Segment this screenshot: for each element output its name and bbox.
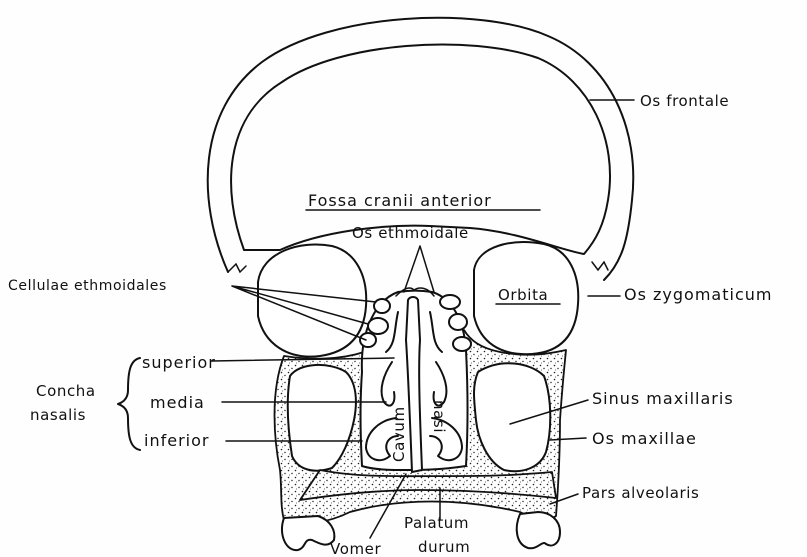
label-os-maxillae: Os maxillae [592, 429, 697, 448]
label-os-ethmoidale: Os ethmoidale [352, 224, 469, 242]
leader-os-ethmoidale [404, 246, 434, 292]
label-vomer: Vomer [330, 540, 382, 557]
label-cavum: Cavum [390, 406, 408, 462]
label-sinus-maxillaris: Sinus maxillaris [592, 389, 734, 408]
label-orbita: Orbita [498, 286, 548, 304]
right-alveolar-tooth [517, 512, 560, 548]
ethmoid-cell [440, 295, 460, 309]
label-fossa-cranii-anterior: Fossa cranii anterior [308, 191, 492, 210]
left-alveolar-tooth [282, 516, 334, 550]
label-os-frontale: Os frontale [640, 92, 729, 110]
label-durum: durum [418, 538, 470, 556]
ethmoid-cell [360, 333, 376, 347]
label-pars-alveolaris: Pars alveolaris [582, 484, 699, 502]
ethmoid-cell [368, 318, 388, 334]
label-concha: Concha [36, 382, 96, 400]
ethmoid-cell [374, 299, 390, 313]
label-superior: superior [142, 353, 216, 372]
ethmoid-cell [453, 337, 471, 351]
label-nasalis: nasalis [30, 406, 86, 424]
zygomatic-suture-left [228, 264, 246, 272]
zygomatic-suture-right [592, 262, 608, 270]
label-cellulae-ethmoidales: Cellulae ethmoidales [8, 278, 167, 294]
ethmoid-cell [449, 314, 467, 330]
concha-bracket [118, 358, 140, 450]
label-nasi: nasi [430, 400, 448, 433]
label-palatum: Palatum [404, 514, 469, 532]
label-inferior: inferior [144, 431, 209, 450]
skull-inner-contour [231, 45, 610, 255]
label-media: media [150, 393, 205, 412]
left-orbit [258, 245, 366, 357]
label-os-zygomaticum: Os zygomaticum [624, 285, 772, 304]
